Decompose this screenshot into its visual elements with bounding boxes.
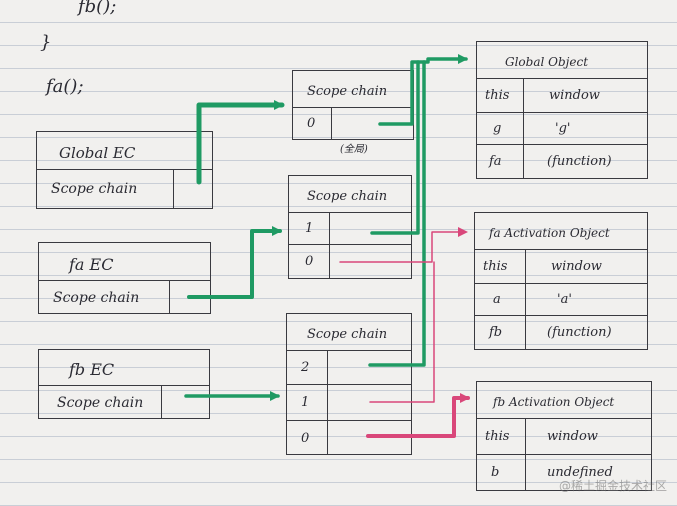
fa-ec-box: fa EC Scope chain xyxy=(38,242,211,314)
fa-activation-object-table: fa Activation Object this window a 'a' f… xyxy=(474,212,648,350)
fb-ec-title: fb EC xyxy=(69,359,115,379)
fa-object-value-fb: (function) xyxy=(547,324,612,340)
arrow-scope-bottom-row2-to-global xyxy=(368,60,426,367)
global-ec-box: Global EC Scope chain xyxy=(36,131,213,209)
fb-object-value-window: window xyxy=(547,428,598,444)
fa-ec-title: fa EC xyxy=(69,254,114,274)
fb-object-key-b: b xyxy=(491,464,500,480)
fa-activation-object-title: fa Activation Object xyxy=(489,226,610,240)
watermark: @稀土掘金技术社区 xyxy=(558,479,667,493)
fa-ec-scope-chain-label: Scope chain xyxy=(53,290,140,306)
global-object-title: Global Object xyxy=(505,55,589,69)
arrow-scope-middle-row0-to-fa-object xyxy=(339,227,468,263)
scope-chain-bottom-row-2: 2 xyxy=(301,359,310,375)
scope-chain-middle-row-1: 1 xyxy=(305,220,314,236)
global-object-value-window: window xyxy=(549,87,600,103)
fb-activation-object-title: fb Activation Object xyxy=(493,395,615,409)
fa-object-value-window: window xyxy=(551,258,602,274)
fb-object-value-b: undefined xyxy=(547,464,613,480)
fa-object-key-fb: fb xyxy=(489,324,503,340)
global-object-value-g: 'g' xyxy=(555,120,571,136)
arrow-scope-middle-row1-to-global xyxy=(370,60,420,235)
fa-object-key-this: this xyxy=(483,258,508,274)
scope-chain-top-header: Scope chain xyxy=(307,83,388,99)
scope-chain-bottom-row-1: 1 xyxy=(301,394,310,410)
fa-object-value-a: 'a' xyxy=(557,291,572,307)
scope-chain-middle-row-0: 0 xyxy=(305,253,314,269)
scope-chain-bottom: Scope chain 2 1 0 xyxy=(286,313,412,455)
arrow-fa-ec-to-scope-chain xyxy=(187,226,282,299)
scope-chain-bottom-row-0: 0 xyxy=(301,430,310,446)
fb-ec-scope-chain-label: Scope chain xyxy=(57,395,144,411)
code-line-fa-call: fa(); xyxy=(46,76,84,97)
global-object-key-g: g xyxy=(493,120,502,136)
fb-ec-box: fb EC Scope chain xyxy=(38,349,210,419)
scope-chain-middle-header: Scope chain xyxy=(307,188,388,204)
code-line-brace: } xyxy=(40,32,52,53)
arrow-scope-bottom-row1-to-fa-object xyxy=(369,261,435,403)
scope-chain-top-row-0: 0 xyxy=(307,115,316,131)
fb-object-key-this: this xyxy=(485,428,510,444)
global-object-value-fa: (function) xyxy=(547,153,612,169)
scope-chain-top-note: (全局) xyxy=(340,144,368,155)
code-line-fb-call: fb(); xyxy=(78,0,117,17)
arrow-scope-top-to-global-object xyxy=(378,54,468,126)
global-ec-title: Global EC xyxy=(59,144,136,162)
arrow-global-ec-to-scope-chain xyxy=(196,100,285,185)
scope-chain-middle: Scope chain 1 0 xyxy=(288,175,412,279)
global-object-key-fa: fa xyxy=(489,153,502,169)
arrow-scope-bottom-row0-to-fb-object xyxy=(366,393,470,438)
fa-object-key-a: a xyxy=(493,291,501,307)
global-object-table: Global Object this window g 'g' fa (func… xyxy=(476,41,648,179)
global-object-key-this: this xyxy=(485,87,510,103)
global-ec-scope-chain-label: Scope chain xyxy=(51,181,138,197)
scope-chain-bottom-header: Scope chain xyxy=(307,326,388,342)
fb-activation-object-table: fb Activation Object this window b undef… xyxy=(476,381,652,491)
